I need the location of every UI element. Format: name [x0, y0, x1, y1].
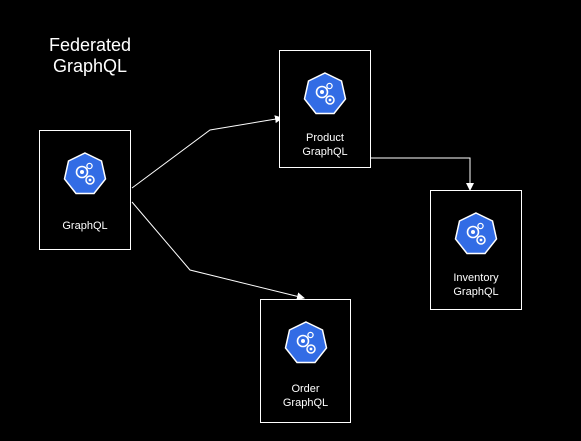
edge-gateway-to-product [131, 115, 283, 189]
node-label-line2: GraphQL [282, 397, 329, 409]
node-inventory[interactable]: Inventory GraphQL [430, 190, 522, 310]
kubernetes-service-icon [454, 212, 498, 255]
node-label-line1: GraphQL [62, 220, 108, 232]
node-order[interactable]: Order GraphQL [260, 299, 351, 423]
node-label: Inventory GraphQL [431, 271, 521, 299]
kubernetes-service-icon [303, 72, 347, 115]
node-label-line1: Product [306, 132, 344, 144]
node-label: Product GraphQL [280, 131, 370, 159]
kubernetes-service-icon [284, 321, 327, 364]
node-label: Order GraphQL [261, 382, 350, 410]
node-product[interactable]: Product GraphQL [279, 50, 371, 168]
kubernetes-service-icon [63, 152, 107, 195]
diagram-title: Federated GraphQL [48, 35, 132, 76]
node-label-line1: Order [291, 383, 320, 395]
node-label: GraphQL [40, 219, 130, 233]
edge-gateway-to-order [131, 201, 305, 301]
node-label-line1: Inventory [453, 272, 499, 284]
node-label-line2: GraphQL [302, 146, 348, 158]
node-gateway[interactable]: GraphQL [39, 130, 131, 250]
edge-product-to-inventory [370, 157, 474, 191]
node-label-line2: GraphQL [453, 286, 499, 298]
